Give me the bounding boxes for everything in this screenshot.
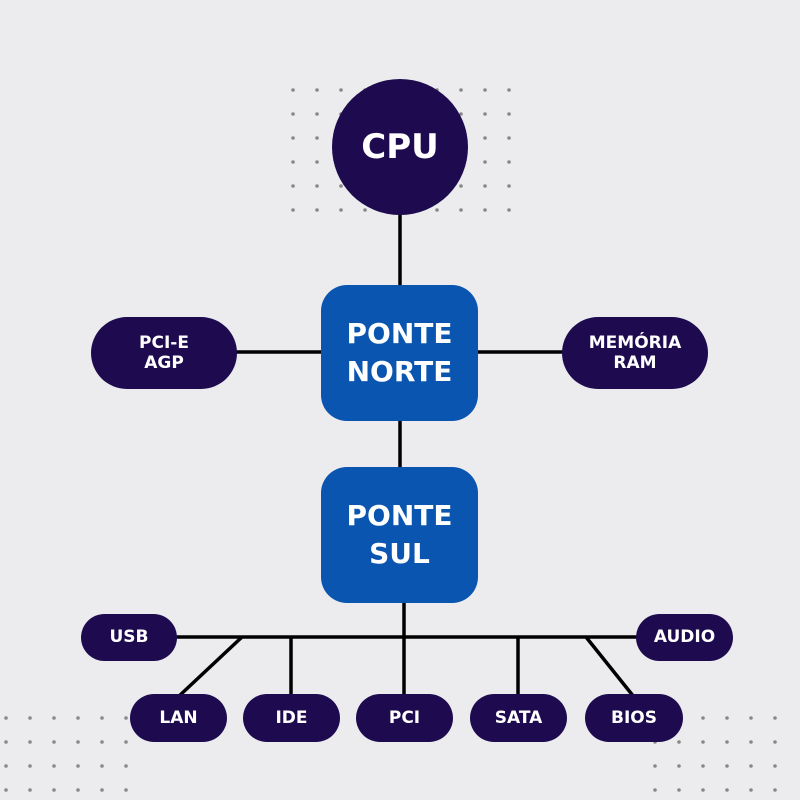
decor-dot — [28, 716, 32, 720]
line-lan — [176, 635, 244, 699]
decor-dot — [701, 764, 705, 768]
decor-dot — [315, 208, 319, 212]
decor-dot — [507, 88, 511, 92]
decor-dot — [291, 112, 295, 116]
decor-dot — [315, 88, 319, 92]
decor-dot — [4, 764, 8, 768]
decor-dot — [749, 764, 753, 768]
decor-dot — [291, 208, 295, 212]
decor-dot — [4, 716, 8, 720]
decor-dot — [701, 716, 705, 720]
connector-lines — [176, 210, 638, 699]
decor-dot — [315, 184, 319, 188]
decor-dot — [653, 764, 657, 768]
decor-dot — [291, 184, 295, 188]
decor-dot — [76, 716, 80, 720]
decor-dot — [459, 88, 463, 92]
pci-e-agp-node: PCI-E AGP — [91, 317, 237, 389]
decor-dot — [749, 788, 753, 792]
decor-dot — [76, 740, 80, 744]
ponte-norte-node: PONTE NORTE — [321, 285, 478, 421]
decor-dot — [52, 764, 56, 768]
decor-dot — [677, 788, 681, 792]
decor-dot — [100, 740, 104, 744]
decor-dot — [124, 740, 128, 744]
decor-dot — [100, 788, 104, 792]
decor-dot — [483, 136, 487, 140]
lan-node: LAN — [130, 694, 227, 742]
decor-dot — [773, 716, 777, 720]
decor-dot — [28, 764, 32, 768]
decor-dot — [483, 208, 487, 212]
decor-dot — [124, 764, 128, 768]
decor-dot — [459, 208, 463, 212]
decor-dot — [507, 136, 511, 140]
decor-dot — [749, 740, 753, 744]
audio-node: AUDIO — [636, 614, 733, 661]
decor-dot — [507, 160, 511, 164]
decor-dot — [773, 764, 777, 768]
decor-dot — [28, 788, 32, 792]
ponte-sul-node: PONTE SUL — [321, 467, 478, 603]
decor-dot — [701, 788, 705, 792]
decor-dot — [507, 208, 511, 212]
decor-dot — [483, 88, 487, 92]
decor-dot — [483, 160, 487, 164]
decor-dot — [315, 160, 319, 164]
decor-dot — [100, 764, 104, 768]
decor-dot — [339, 208, 343, 212]
decor-dot — [4, 788, 8, 792]
decor-dot — [459, 184, 463, 188]
decor-dot — [435, 208, 439, 212]
usb-node: USB — [81, 614, 177, 661]
decor-dot — [76, 788, 80, 792]
memoria-ram-node: MEMÓRIA RAM — [562, 317, 708, 389]
decor-dot — [28, 740, 32, 744]
decor-dot — [291, 136, 295, 140]
decor-dot — [76, 764, 80, 768]
decor-dot — [507, 112, 511, 116]
decor-dot — [653, 788, 657, 792]
decor-dot — [773, 788, 777, 792]
cpu-node: CPU — [332, 79, 468, 215]
decor-dot — [124, 716, 128, 720]
line-bios — [584, 635, 636, 699]
decor-dot — [4, 740, 8, 744]
sata-node: SATA — [470, 694, 567, 742]
decor-dot — [291, 88, 295, 92]
bios-node: BIOS — [585, 694, 683, 742]
ide-node: IDE — [243, 694, 340, 742]
decor-dot — [701, 740, 705, 744]
decor-dot — [725, 716, 729, 720]
decor-dot — [725, 740, 729, 744]
decor-dot — [52, 788, 56, 792]
decor-dot — [507, 184, 511, 188]
decor-dot — [725, 764, 729, 768]
decor-dot — [315, 112, 319, 116]
decor-dot — [339, 184, 343, 188]
decor-dot — [315, 136, 319, 140]
pci-node: PCI — [356, 694, 453, 742]
decor-dot — [483, 112, 487, 116]
decor-dot — [291, 160, 295, 164]
decor-dot — [100, 716, 104, 720]
decor-dot — [483, 184, 487, 188]
decor-dot — [363, 208, 367, 212]
decor-dot — [52, 716, 56, 720]
decor-dot — [124, 788, 128, 792]
decor-dot — [339, 88, 343, 92]
decor-dot — [677, 764, 681, 768]
decor-dot — [749, 716, 753, 720]
decor-dot — [725, 788, 729, 792]
decor-dot — [677, 740, 681, 744]
decor-dot — [773, 740, 777, 744]
decor-dot — [52, 740, 56, 744]
